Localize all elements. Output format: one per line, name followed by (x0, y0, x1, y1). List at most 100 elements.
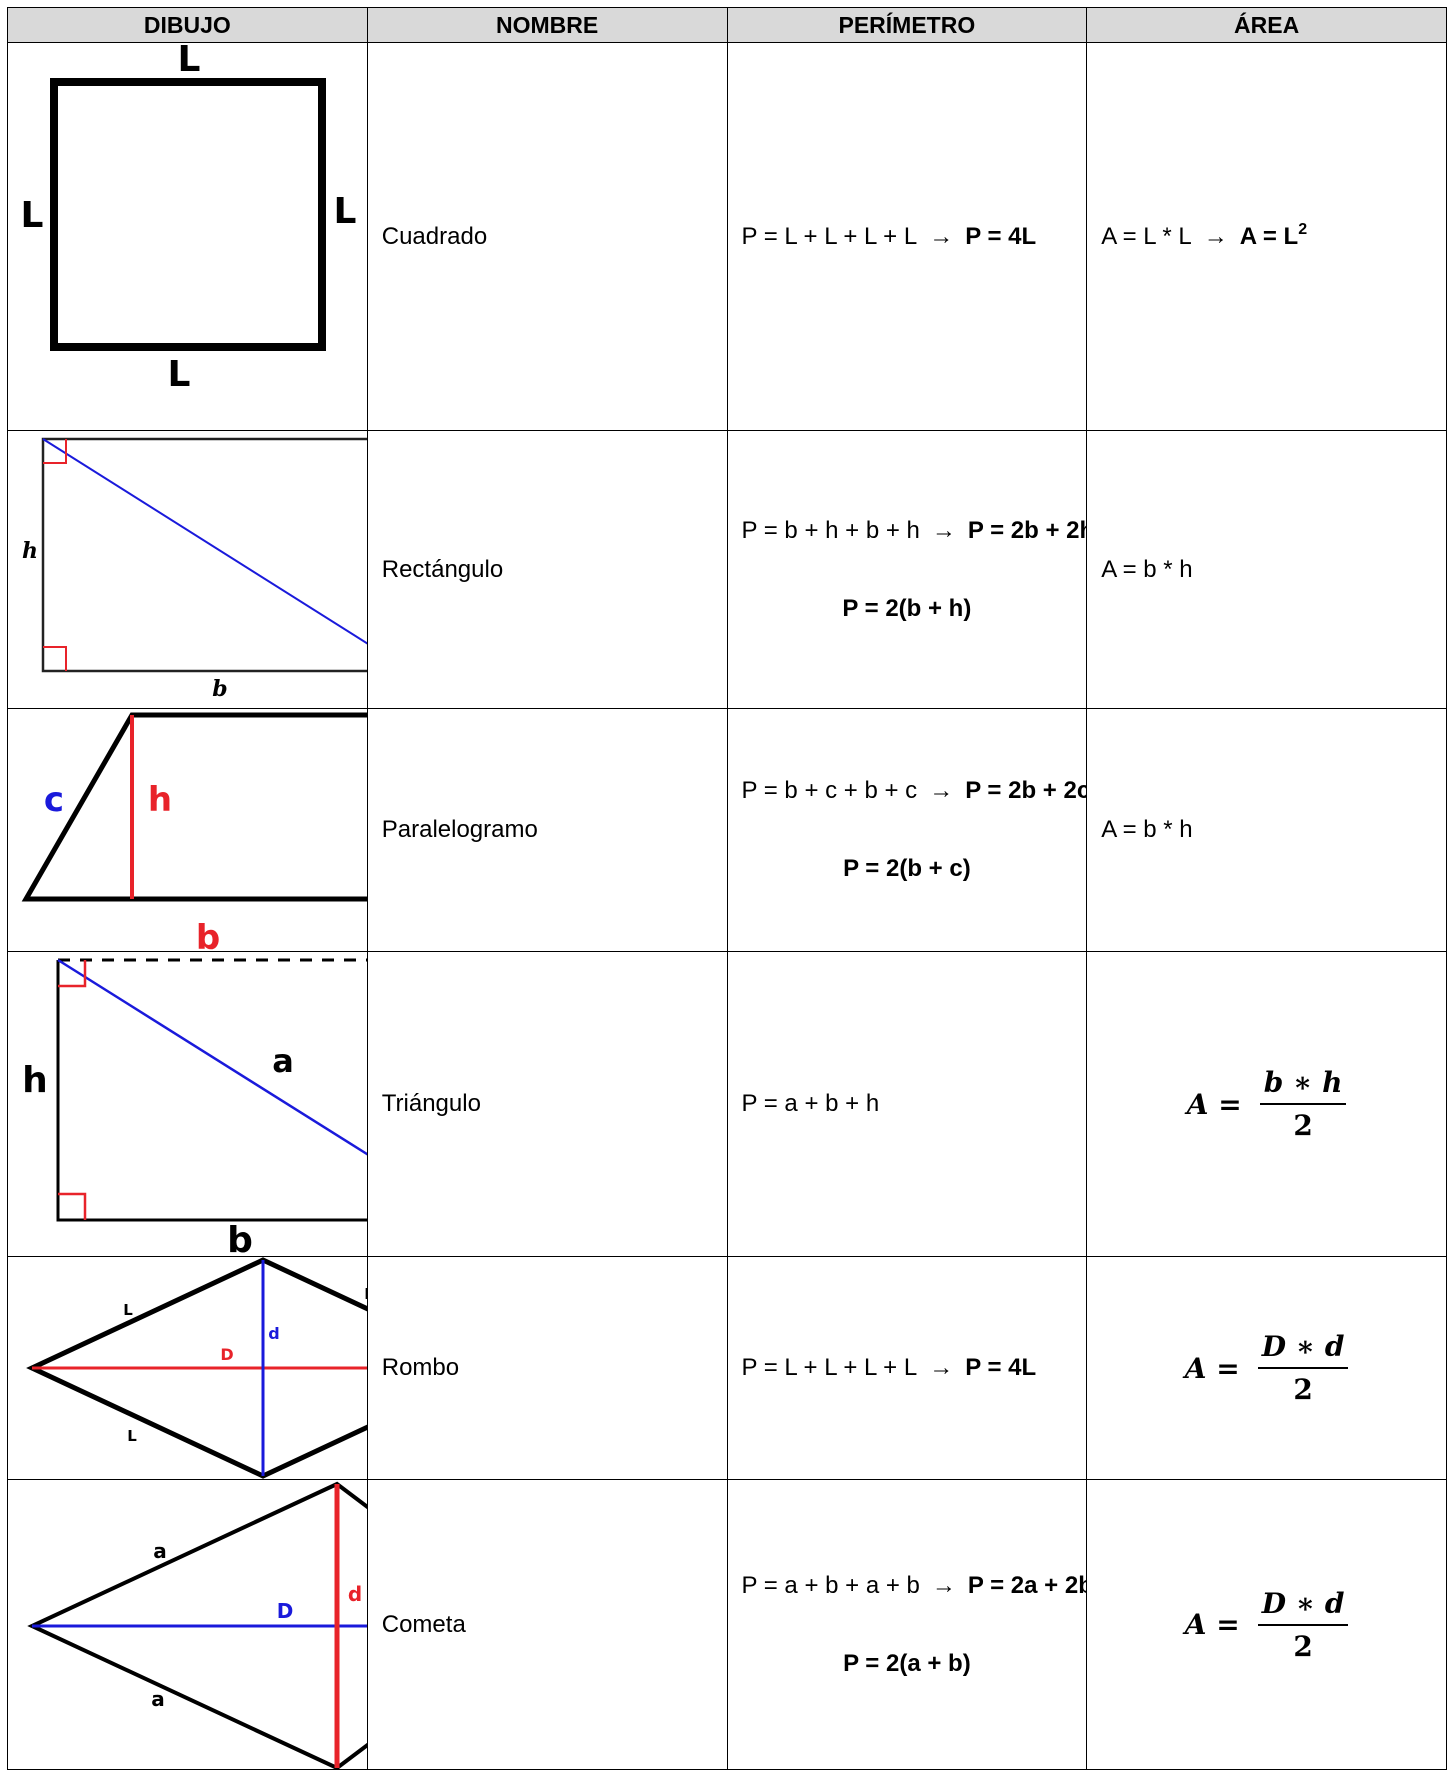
rectangle-name: Rectángulo (366, 430, 728, 709)
rhombus-drawing-cell: L L L L D d (7, 1256, 368, 1480)
kite-perimeter: P = a + b + a + b → P = 2a + 2b P = 2(a + … (726, 1479, 1088, 1770)
triangle-area-fraction: b ∗ h 2 (1259, 1066, 1347, 1142)
rectangle-perimeter-result: P = 2b + 2h (967, 516, 1087, 544)
triangle-legs (56, 960, 367, 1222)
parallelogram-drawing-cell: c h c b (7, 708, 368, 952)
square-perimeter-expr: P = L + L + L + L (741, 222, 918, 250)
kite-name: Cometa (366, 1479, 728, 1770)
triangle-area-formula: A = b ∗ h 2 (1088, 1066, 1446, 1142)
right-angle-marks (43, 439, 67, 671)
row-parallelogram: c h c b Paralelogramo P = b + c + b + c→… (7, 708, 1447, 952)
rhombus-area-fraction: D ∗ d 2 (1257, 1330, 1349, 1406)
rectangle-shape (41, 437, 367, 673)
square-name: Cuadrado (366, 42, 728, 431)
kite-label-a-bottom: a (151, 1687, 165, 1711)
triangle-area-numerator: b ∗ h (1259, 1066, 1347, 1105)
rectangle-area-text: A = b * h (1101, 555, 1193, 583)
row-square: L L L L Cuadrado P = L + L + L + L → P = 4… (7, 42, 1447, 431)
rectangle-label-b: b (212, 676, 227, 702)
rhombus-perimeter: P = L + L + L + L → P = 4L (726, 1256, 1088, 1480)
parallelogram-area: A = b * h (1086, 708, 1447, 952)
square-shape (50, 78, 326, 351)
triangle-right-angle-marks (58, 960, 87, 1220)
kite-drawing: a b a b D d (27, 1481, 367, 1769)
kite-perimeter-result2: P = 2(a + b) (843, 1649, 971, 1677)
header-area: ÁREA (1086, 7, 1447, 43)
triangle-area: A = b ∗ h 2 (1086, 951, 1447, 1257)
rectangle-area: A = b * h (1086, 430, 1447, 709)
parallelogram-shape (21, 712, 367, 902)
triangle-drawing: h a b (22, 958, 367, 1257)
kite-area-numerator: D ∗ d (1257, 1587, 1349, 1626)
kite-label-d: d (348, 1582, 362, 1606)
kite-area-lhs: A = (1184, 1608, 1240, 1641)
square-label-left: L (21, 195, 44, 236)
triangle-hypotenuse (57, 958, 367, 1156)
rectangle-perimeter-expr: P = b + h + b + h (741, 516, 920, 544)
triangle-name: Triángulo (366, 951, 728, 1257)
kite-perimeter-result: P = 2a + 2b (967, 1571, 1087, 1599)
rhombus-name: Rombo (366, 1256, 728, 1480)
parallelogram-drawing: c h c b (21, 712, 367, 952)
arrow-icon: → (929, 1354, 954, 1381)
square-perimeter-result: P = 4L (965, 222, 1037, 250)
row-kite: a b a b D d Cometa P = a + b + a + b→P =… (7, 1479, 1447, 1770)
rectangle-perimeter-result2: P = 2(b + h) (842, 594, 972, 622)
triangle-label-b: b (227, 1220, 253, 1257)
rectangle-drawing: h b (22, 437, 367, 702)
parallelogram-label-c-left: c (44, 780, 64, 820)
kite-label-D: D (277, 1599, 294, 1623)
geometry-formula-table: DIBUJO NOMBRE PERÍMETRO ÁREA L L L L Cua… (7, 7, 1447, 1770)
square-label-right: L (334, 191, 357, 232)
triangle-label-a: a (272, 1042, 294, 1080)
rhombus-label-tl: L (123, 1301, 133, 1319)
parallelogram-perimeter: P = b + c + b + c→P = 2b + 2c P = 2(b + … (726, 708, 1088, 952)
triangle-area-denominator: 2 (1293, 1109, 1313, 1142)
kite-area-denominator: 2 (1293, 1629, 1313, 1663)
square-drawing-cell: L L L L (7, 42, 368, 431)
row-triangle: h a b Triángulo P = a + b + h A = b ∗ h … (7, 951, 1447, 1257)
triangle-perimeter-expr: P = a + b + h (741, 1090, 880, 1117)
kite-perimeter-expr: P = a + b + a + b (741, 1571, 920, 1599)
rhombus-area: A = D ∗ d 2 (1086, 1256, 1447, 1480)
rectangle-drawing-cell: h b (7, 430, 368, 709)
square-area: A = L * L → A = L2 (1086, 42, 1447, 431)
parallelogram-perimeter-result2: P = 2(b + c) (843, 855, 971, 882)
rectangle-label-h: h (22, 538, 38, 564)
kite-label-a-top: a (153, 1539, 167, 1563)
row-rectangle: h b Rectángulo P = b + h + b + h → P = 2b … (7, 430, 1447, 709)
triangle-perimeter: P = a + b + h (726, 951, 1088, 1257)
parallelogram-perimeter-expr: P = b + c + b + c (741, 777, 918, 804)
arrow-icon: → (929, 777, 954, 804)
rhombus-perimeter-expr: P = L + L + L + L (741, 1354, 918, 1381)
triangle-drawing-cell: h a b (7, 951, 368, 1257)
rhombus-label-bl: L (127, 1427, 137, 1445)
square-area-expr: A = L * L (1101, 222, 1192, 250)
kite-area-fraction: D ∗ d 2 (1257, 1587, 1349, 1663)
square-area-exponent: 2 (1298, 220, 1308, 238)
parallelogram-area-text: A = b * h (1101, 816, 1193, 843)
parallelogram-label-b: b (196, 918, 220, 952)
header-name: NOMBRE (366, 7, 728, 43)
rhombus-perimeter-result: P = 4L (965, 1354, 1037, 1381)
rhombus-label-d: d (268, 1324, 279, 1343)
triangle-dashed-box (58, 958, 367, 962)
square-area-result: A = L (1239, 222, 1299, 250)
rectangle-perimeter: P = b + h + b + h → P = 2b + 2h P = 2(b + … (726, 430, 1088, 709)
parallelogram-label-h: h (148, 780, 172, 820)
arrow-icon: → (929, 222, 954, 250)
rhombus-area-lhs: A = (1184, 1351, 1240, 1385)
square-drawing: L L L L (21, 44, 357, 396)
rectangle-diagonal (42, 438, 367, 644)
rhombus-label-D: D (220, 1345, 233, 1364)
rhombus-area-denominator: 2 (1293, 1373, 1313, 1406)
kite-area-formula: A = D ∗ d 2 (1088, 1587, 1446, 1663)
rhombus-label-tr: L (364, 1285, 367, 1303)
square-label-bottom: L (168, 354, 191, 395)
kite-area: A = D ∗ d 2 (1086, 1479, 1447, 1770)
arrow-icon: → (1203, 222, 1228, 250)
square-perimeter: P = L + L + L + L → P = 4L (726, 42, 1088, 431)
arrow-icon: → (931, 516, 956, 544)
arrow-icon: → (931, 1571, 956, 1599)
rhombus-area-numerator: D ∗ d (1257, 1330, 1349, 1369)
